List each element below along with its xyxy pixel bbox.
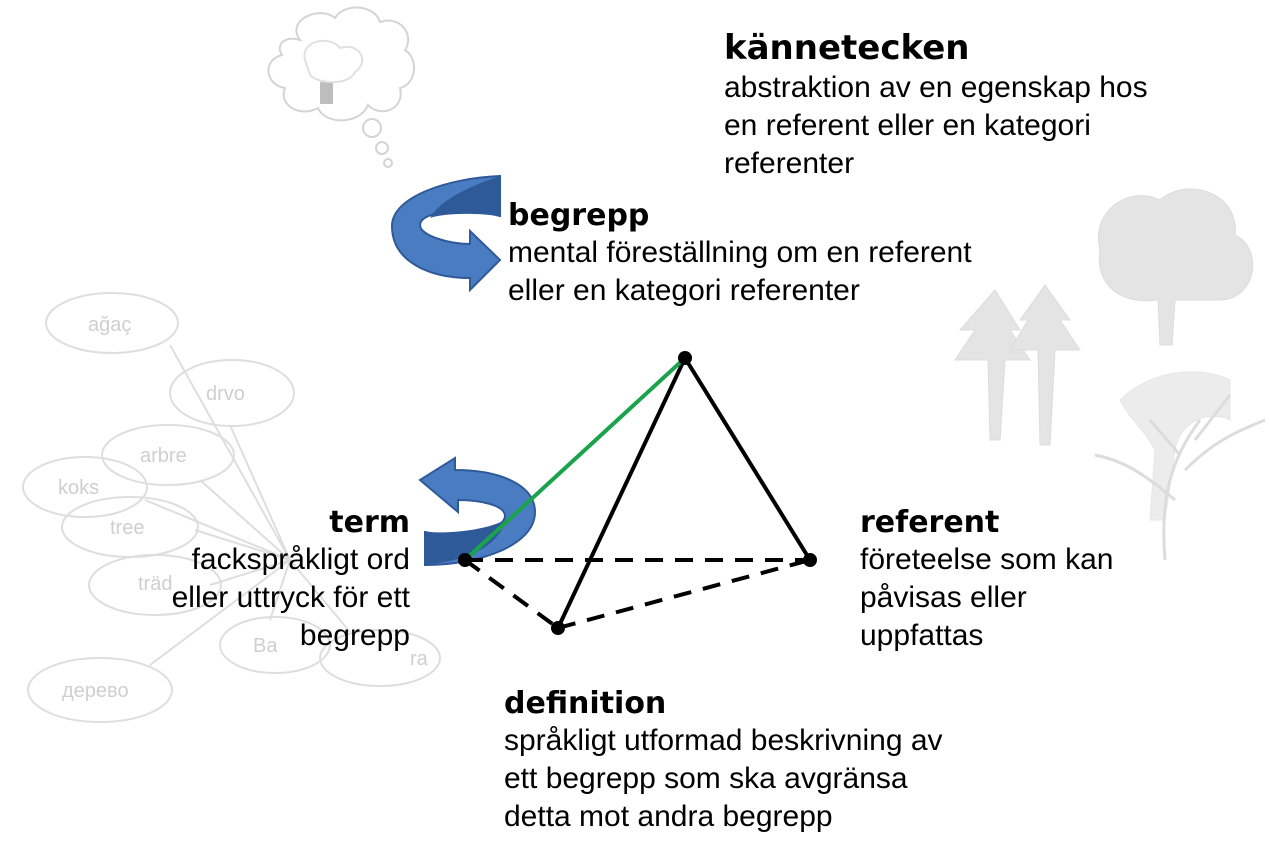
vertex-referent: [803, 553, 817, 567]
begrepp-title: begrepp: [508, 198, 650, 233]
thought-cloud-icon: [267, 6, 415, 168]
bg-word-koks: koks: [58, 477, 99, 499]
edge-bottom-right-dashed: [557, 558, 811, 630]
bg-word-ba: Ba: [253, 635, 278, 657]
term-line-3: begrepp: [299, 619, 410, 653]
referent-title: referent: [860, 505, 1000, 540]
edge-term-begrepp-highlight: [463, 356, 687, 562]
cloud-tree-trunk: [320, 82, 333, 104]
bg-word-trad: träd: [138, 573, 172, 595]
background-word-bubbles: [22, 292, 441, 723]
begrepp-line-2: eller en kategori referenter: [508, 274, 860, 308]
bg-word-tree: tree: [110, 517, 144, 539]
term-line-2: eller uttryck för ett: [171, 581, 410, 615]
edge-top-right: [683, 356, 812, 562]
kannetecken-block: kännetecken abstraktion av en egenskap h…: [724, 28, 1148, 183]
begrepp-line-1: mental föreställning om en referent: [508, 236, 972, 269]
definition-line-2: ett begrepp som ska avgränsa: [504, 762, 908, 796]
cloud-tree-crown: [303, 39, 364, 84]
vertex-definition: [551, 621, 565, 635]
referent-block: referent företeelse som kan påvisas elle…: [860, 505, 1113, 655]
vertex-term: [458, 553, 472, 567]
kannetecken-line-1: abstraktion av en egenskap hos: [724, 70, 1148, 104]
bg-word-drvo: drvo: [206, 383, 245, 405]
definition-line-1: språkligt utformad beskrivning av: [504, 724, 943, 757]
definition-line-3: detta mot andra begrepp: [504, 800, 833, 834]
term-line-1: fackspråkligt ord: [191, 543, 410, 576]
background-trees-icon: [954, 188, 1254, 521]
referent-line-2: påvisas eller: [860, 581, 1027, 615]
bg-word-derevo: дерево: [62, 680, 129, 702]
begrepp-block: begrepp mental föreställning om en refer…: [508, 198, 972, 310]
referent-line-1: företeelse som kan: [860, 543, 1114, 576]
curved-arrow-left-icon: [418, 456, 537, 567]
curved-arrow-right-icon: [390, 174, 502, 293]
bare-tree-icon: [1094, 394, 1266, 561]
referent-line-3: uppfattas: [860, 619, 984, 653]
edge-left-bottom-dashed: [463, 558, 560, 630]
bg-word-ra: ra: [410, 648, 429, 670]
edge-top-bottom: [556, 357, 687, 629]
bg-word-agac: ağaç: [88, 314, 131, 336]
term-block: term fackspråkligt ord eller uttryck för…: [100, 505, 410, 655]
definition-block: definition språkligt utformad beskrivnin…: [504, 686, 943, 836]
kannetecken-title: kännetecken: [724, 28, 970, 68]
definition-title: definition: [504, 686, 667, 721]
term-title: term: [329, 505, 410, 540]
vertex-begrepp: [678, 351, 692, 365]
kannetecken-line-3: referenter: [724, 146, 855, 180]
kannetecken-line-2: en referent eller en kategori: [724, 108, 1091, 142]
bg-word-arbre: arbre: [140, 445, 187, 467]
